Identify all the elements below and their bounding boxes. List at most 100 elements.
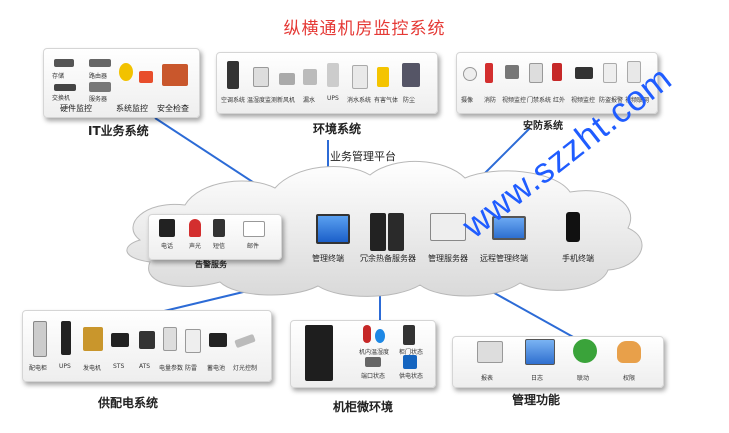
power-status-icon	[403, 355, 417, 369]
servers-label: 冗余热备服务器	[360, 254, 416, 263]
cabinet-panel: 机内温湿度 柜门状态 端口状态 供电状态	[290, 320, 436, 388]
rack-icon	[305, 325, 333, 381]
alarm-item-label: 邮件	[247, 243, 260, 250]
mgmt-item-label: 报表	[481, 375, 494, 382]
router-icon	[89, 59, 111, 67]
env-item-label: 有害气体	[374, 97, 399, 104]
cabinet-icon	[33, 321, 47, 357]
log-monitor-icon	[525, 339, 555, 365]
device-label: 交换机	[52, 95, 71, 102]
sec-item-label: 门禁系统	[527, 97, 552, 104]
mobile-icon	[566, 212, 580, 242]
power-item-label: UPS	[59, 363, 71, 370]
cabinet-item-label: 柜门状态	[399, 349, 424, 356]
sec-item-label: 视频联网	[625, 97, 650, 104]
sec-panel: 摄像 消防 视频监控 门禁系统 红外 视频监控 防盗报警 视频联网	[456, 52, 658, 114]
alarm-item-label: 短信	[213, 243, 226, 250]
it-panel: 存储 路由器 交换机 服务器 硬件监控 系统监控 安全检查	[43, 48, 200, 118]
it-panel-label: IT业务系统	[88, 124, 149, 138]
device-label: 服务器	[89, 96, 108, 103]
sec-item-label: 摄像	[461, 97, 474, 104]
mobile-label: 手机终端	[562, 254, 594, 263]
sec-item-label: 视频监控	[502, 97, 527, 104]
mgmt-panel-label: 管理功能	[512, 393, 561, 407]
alarm-service-box: 电话 声光 短信 邮件	[148, 214, 282, 260]
siren-icon	[189, 219, 201, 237]
mgmt-item-label: 日志	[531, 375, 544, 382]
humidity-icon	[375, 329, 385, 343]
ups-power-icon	[61, 321, 71, 355]
sensor-icon	[253, 67, 269, 87]
laptop-icon	[492, 216, 526, 240]
linux-icon	[119, 63, 133, 81]
dust-icon	[402, 63, 420, 87]
env-item-label: 防尘	[403, 97, 416, 104]
ac-icon	[227, 61, 239, 89]
mgmt-panel: 报表 日志 联动 权限	[452, 336, 664, 388]
ats-icon	[139, 331, 155, 349]
line-mgmt	[479, 284, 576, 339]
camera-icon	[463, 67, 477, 81]
surge-icon	[185, 329, 201, 353]
power-item-label: ATS	[139, 363, 151, 370]
sec-item-label: 防盗报警	[599, 97, 624, 104]
env-panel-label: 环境系统	[313, 122, 362, 136]
cabinet-panel-label: 机柜微环境	[333, 400, 394, 414]
server-icon	[89, 82, 111, 92]
mgmt-item-label: 权限	[623, 375, 636, 382]
sublabel: 系统监控	[116, 104, 148, 113]
sublabel: 安全检查	[157, 104, 189, 113]
power-item-label: 电量参数	[159, 365, 184, 372]
env-panel: 空调系统 温湿度监测 新风机 漏水 UPS 消水系统 有害气体 防尘	[216, 52, 438, 114]
ups-icon	[327, 63, 339, 87]
mail-icon	[243, 221, 265, 237]
env-item-label: UPS	[327, 95, 339, 102]
battery-icon	[209, 333, 227, 347]
mgmt-server-icon	[430, 213, 466, 241]
sec-item-label: 消防	[484, 97, 497, 104]
water-icon	[352, 65, 368, 89]
network-icon	[627, 61, 641, 83]
fan-icon	[279, 73, 295, 85]
sec-panel-label: 安防系统	[523, 121, 563, 132]
switch-icon	[54, 84, 76, 91]
power-panel-label: 供配电系统	[98, 396, 159, 410]
users-icon	[617, 341, 641, 363]
alarm-item-label: 声光	[189, 243, 202, 250]
phone-icon	[159, 219, 175, 237]
terminal-label: 管理终端	[312, 254, 344, 263]
line-it	[154, 117, 263, 189]
page-title: 纵横通机房监控系统	[283, 19, 446, 39]
power-item-label: 蓄电池	[207, 365, 226, 372]
power-item-label: 防雷	[185, 365, 198, 372]
printer-icon	[477, 341, 503, 363]
platform-label: 业务管理平台	[330, 150, 396, 163]
sec-item-label: 红外	[553, 97, 566, 104]
device-label: 路由器	[89, 73, 108, 80]
light-icon	[234, 333, 256, 349]
terminal-monitor-icon	[316, 214, 350, 244]
windows-icon	[139, 71, 153, 83]
mgmt-server-label: 管理服务器	[428, 254, 468, 263]
env-item-label: 消水系统	[347, 97, 372, 104]
cabinet-item-label: 端口状态	[361, 373, 386, 380]
generator-icon	[83, 327, 103, 351]
server-rack-icon	[370, 213, 386, 251]
sec-item-label: 视频监控	[571, 97, 596, 104]
storage-icon	[54, 59, 74, 67]
infrared-icon	[552, 63, 562, 81]
refresh-icon	[573, 339, 597, 363]
env-item-label: 温湿度监测	[247, 97, 278, 104]
dvr-icon	[575, 67, 593, 79]
leak-icon	[303, 69, 317, 85]
remote-label: 远程管理终端	[480, 254, 528, 263]
alarm-item-label: 电话	[161, 243, 174, 250]
sts-icon	[111, 333, 129, 347]
server-rack-icon	[388, 213, 404, 251]
env-item-label: 空调系统	[221, 97, 246, 104]
fire-icon	[485, 63, 493, 83]
cabinet-item-label: 机内温湿度	[359, 349, 390, 356]
cabinet-item-label: 供电状态	[399, 373, 424, 380]
firewall-icon	[162, 64, 188, 86]
env-item-label: 新风机	[277, 97, 296, 104]
